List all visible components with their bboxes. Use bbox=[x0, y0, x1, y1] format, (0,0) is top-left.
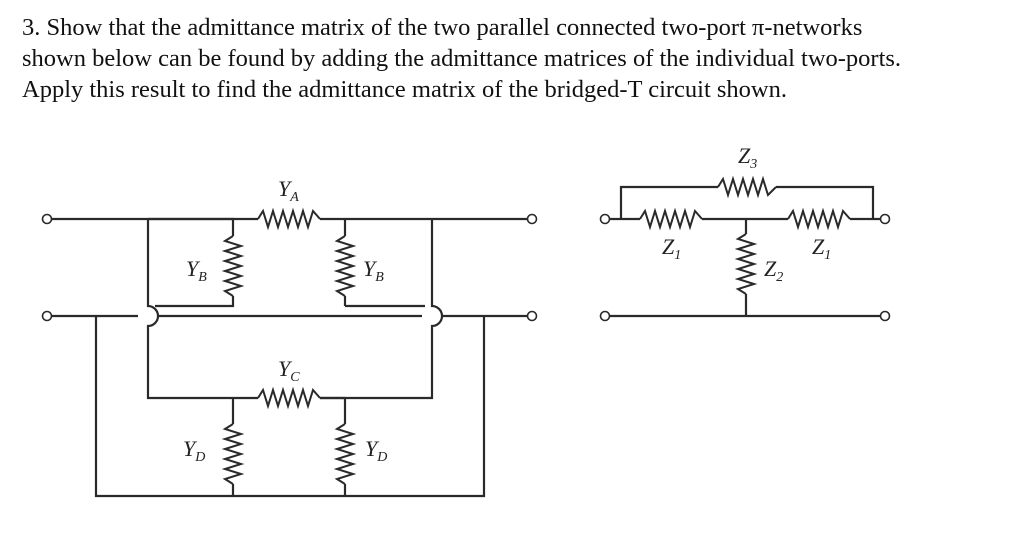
problem-line-2: shown below can be found by adding the a… bbox=[22, 45, 902, 72]
terminal-bt-right-bottom bbox=[879, 310, 891, 322]
label-yb-left: YB bbox=[186, 256, 207, 285]
resistor-z1-right bbox=[787, 207, 851, 231]
terminal-right-bottom bbox=[526, 310, 538, 322]
label-z3: Z3 bbox=[738, 143, 757, 172]
resistor-z1-left bbox=[639, 207, 703, 231]
label-yd-left: YD bbox=[183, 436, 205, 465]
resistor-yd-right bbox=[333, 423, 357, 485]
problem-line-3: Apply this result to find the admittance… bbox=[22, 76, 788, 103]
upper-right-vertical-wire bbox=[320, 219, 444, 400]
yb-left-branch-wire bbox=[148, 217, 235, 308]
terminal-bt-left-top bbox=[599, 213, 611, 225]
terminal-left-bottom bbox=[41, 310, 53, 322]
label-yc: YC bbox=[278, 356, 300, 385]
label-ya: YA bbox=[278, 176, 299, 205]
label-z1-left: Z1 bbox=[662, 234, 681, 263]
resistor-yd-left bbox=[221, 423, 245, 485]
resistor-yc bbox=[257, 386, 321, 410]
label-z2: Z2 bbox=[764, 256, 783, 285]
resistor-ya bbox=[257, 207, 321, 231]
outer-bottom-loop-wire bbox=[94, 316, 486, 498]
resistor-yb-left bbox=[221, 235, 245, 297]
upper-left-vertical-wire bbox=[146, 219, 241, 400]
problem-statement: 3. Show that the admittance matrix of th… bbox=[22, 12, 1012, 105]
bridged-t-circuit: Z3 Z1 Z2 Z1 bbox=[599, 143, 891, 322]
label-yb-right: YB bbox=[363, 256, 384, 285]
terminal-right-top bbox=[526, 213, 538, 225]
terminal-bt-right-top bbox=[879, 213, 891, 225]
resistor-z2 bbox=[734, 233, 758, 295]
terminal-bt-left-bottom bbox=[599, 310, 611, 322]
resistor-yb-right bbox=[333, 235, 357, 297]
terminal-left-top bbox=[41, 213, 53, 225]
label-yd-right: YD bbox=[365, 436, 387, 465]
label-z1-right: Z1 bbox=[812, 234, 831, 263]
problem-line-1: 3. Show that the admittance matrix of th… bbox=[22, 14, 863, 41]
resistor-z3 bbox=[717, 175, 777, 199]
parallel-pi-networks: YA YB YB YC YD YD bbox=[41, 176, 538, 498]
bridge-wire bbox=[619, 185, 875, 219]
